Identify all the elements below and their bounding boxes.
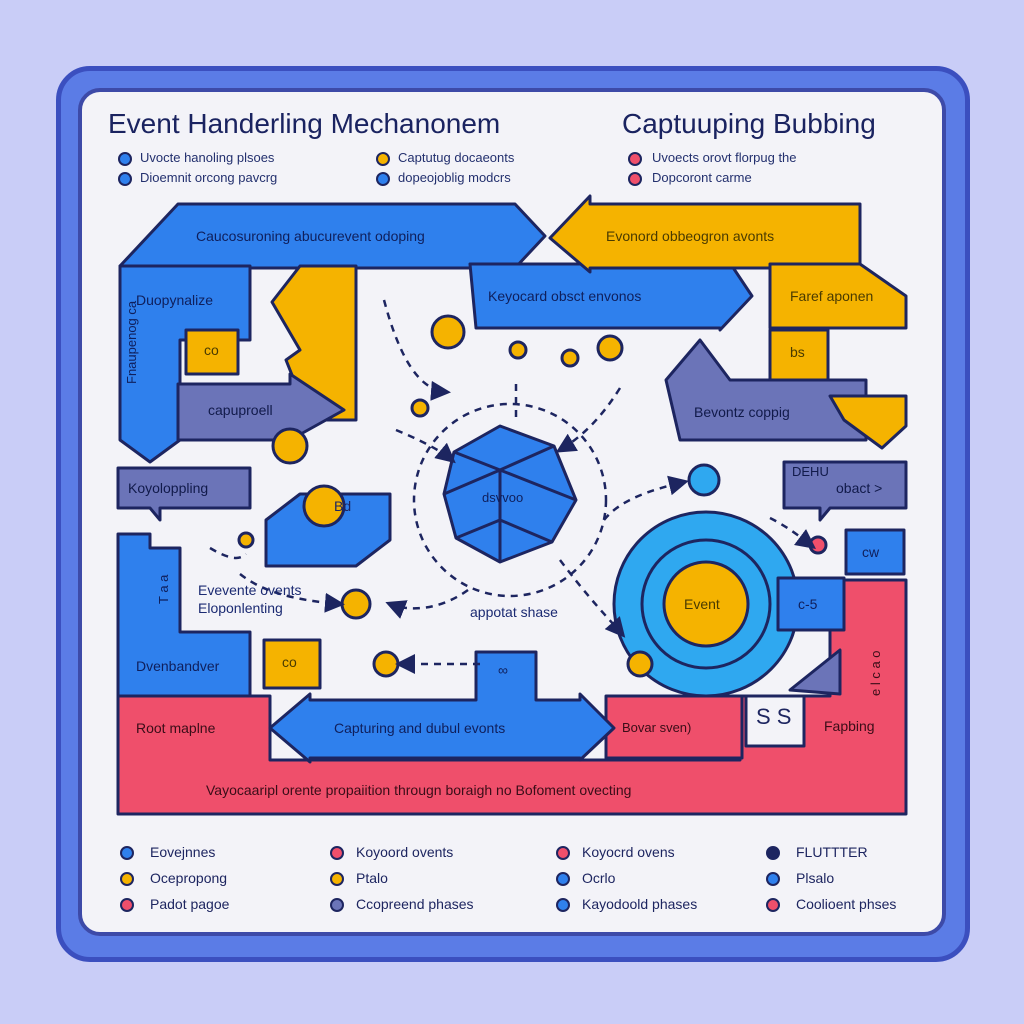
legend-dot-6 xyxy=(330,898,344,912)
box-bd-label: Bd xyxy=(334,498,352,514)
object-tag xyxy=(782,460,908,522)
diagram-title-left: Event Handerling Mechanonem xyxy=(108,108,501,139)
box-ss-label: S S xyxy=(756,704,792,729)
legend-item-5: Ptalo xyxy=(356,870,388,886)
events-caption-1: Evevente ovents xyxy=(198,582,302,598)
legend-item-9: Kayodoold phases xyxy=(582,896,698,912)
bottom-banner-label: Vayocaaripl orente propaiition througn b… xyxy=(206,782,632,798)
legend-item-7: Koyocrd ovens xyxy=(582,844,675,860)
key-dot-1 xyxy=(118,152,132,166)
key-dot-6 xyxy=(628,172,642,186)
legend-item-8: Ocrlo xyxy=(582,870,616,886)
object-tag-label: obact > xyxy=(836,480,883,496)
legend-dot-3 xyxy=(120,898,134,912)
orange-tri-right xyxy=(828,394,908,450)
events-slate-box xyxy=(664,338,868,442)
key-dot-4 xyxy=(376,172,390,186)
keyboard-tag-label: Koyoloppling xyxy=(128,480,209,496)
phase-label: appotat shase xyxy=(470,604,558,620)
key-item-2: Dioemnit orcong pavcrg xyxy=(140,170,278,185)
legend-item-12: Coolioent phses xyxy=(796,896,897,912)
key-dot-5 xyxy=(628,152,642,166)
object-tag-small: DEHU xyxy=(792,464,829,479)
legend-item-10: FLUTTTER xyxy=(796,844,868,860)
box-co1 xyxy=(184,328,240,376)
event-target-inner xyxy=(640,538,772,670)
legend-dot-8 xyxy=(556,872,570,886)
box-c5-label: c-5 xyxy=(798,596,818,612)
left-blue-label: Duopynalize xyxy=(136,292,214,308)
top-orange-arrow xyxy=(548,194,862,274)
bd-block xyxy=(264,492,392,568)
root-label: Root maplne xyxy=(136,720,216,736)
left-lower-label: Dvenbandver xyxy=(136,658,220,674)
top-blue-label: Caucosuroning abucurevent odoping xyxy=(196,228,425,244)
legend-dot-10 xyxy=(766,846,780,860)
left-vertical-label: Fnaupenog ca xyxy=(124,300,139,384)
top-orange-label: Evonord obbeogron avonts xyxy=(606,228,775,244)
box-cw xyxy=(844,528,906,576)
legend-item-1: Eovejnnes xyxy=(150,844,216,860)
legend-dot-1 xyxy=(120,846,134,860)
right-orange-label: Faref aponen xyxy=(790,288,874,304)
legend-item-11: Plsalo xyxy=(796,870,835,886)
legend-dot-2 xyxy=(120,872,134,886)
events-caption-2: Eloponlenting xyxy=(198,600,283,616)
slate-wedge xyxy=(788,648,842,696)
bottom-blue-arrow xyxy=(268,650,616,764)
legend-item-2: Ocepropong xyxy=(150,870,228,886)
legend-dot-12 xyxy=(766,898,780,912)
key-item-3: Captutug docaeonts xyxy=(398,150,515,165)
box-bs-label: bs xyxy=(790,344,805,360)
capture-box-label: capuproell xyxy=(208,402,273,418)
legend-item-3: Padot pagoe xyxy=(150,896,230,912)
left-orange-arrow xyxy=(270,264,358,422)
legend-dot-7 xyxy=(556,846,570,860)
key-dot-2 xyxy=(118,172,132,186)
legend-dot-11 xyxy=(766,872,780,886)
event-target-core xyxy=(662,560,750,648)
bottom-blue-label: Capturing and dubul evonts xyxy=(334,720,506,736)
events-box-label: Bevontz coppig xyxy=(694,404,790,420)
legend-dot-5 xyxy=(330,872,344,886)
key-dot-3 xyxy=(376,152,390,166)
box-inf-label: ∞ xyxy=(498,662,508,678)
legend-dot-9 xyxy=(556,898,570,912)
right-vertical-label: e l c a o xyxy=(868,650,883,696)
box-c5 xyxy=(776,576,846,632)
capture-box xyxy=(176,372,346,442)
key-item-1: Uvocte hanoling plsoes xyxy=(140,150,275,165)
mid-blue-label: Keyocard obsct envonos xyxy=(488,288,642,304)
legend-item-4: Koyoord ovents xyxy=(356,844,454,860)
box-co1-label: co xyxy=(204,342,219,358)
box-bs xyxy=(768,328,830,382)
legend-item-6: Ccopreend phases xyxy=(356,896,474,912)
gem-label: dsvvoo xyxy=(482,490,524,505)
key-item-4: dopeojoblig modcrs xyxy=(398,170,511,185)
box-co2 xyxy=(262,638,322,690)
key-item-6: Dopcoront carme xyxy=(652,170,752,185)
key-item-5: Uvoects orovt florpug the xyxy=(652,150,797,165)
bubbling-label: Fapbing xyxy=(824,718,875,734)
right-orange-block xyxy=(768,262,908,330)
box-co2-label: co xyxy=(282,654,297,670)
box-ss xyxy=(744,694,806,748)
keyboard-tag xyxy=(116,466,252,522)
event-target-label: Event xyxy=(684,596,720,612)
bottom-pink-label: Bovar sven) xyxy=(622,720,692,735)
left-lower-vertical-label: T a a xyxy=(156,574,171,604)
diagram-title-right: Captuuping Bubbing xyxy=(622,108,876,139)
box-cw-label: cw xyxy=(862,544,880,560)
legend-dot-4 xyxy=(330,846,344,860)
